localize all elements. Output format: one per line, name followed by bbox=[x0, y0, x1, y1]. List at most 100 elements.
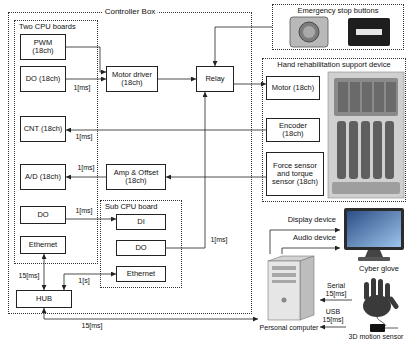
finger-link bbox=[361, 121, 370, 179]
group-label: Two CPU boards bbox=[19, 23, 76, 31]
edge-label: 1[ms] bbox=[77, 164, 94, 172]
edge-label: 15[ms] bbox=[18, 272, 39, 280]
motor-unit bbox=[338, 82, 348, 112]
device-photo bbox=[328, 72, 404, 198]
picture-label: Personal computer bbox=[258, 324, 320, 332]
drive-bay bbox=[272, 273, 296, 277]
connector bbox=[66, 130, 266, 131]
process-box: Amp & Offset (18ch) bbox=[106, 164, 166, 190]
finger-link bbox=[373, 121, 382, 179]
motion-sensor-picture bbox=[370, 324, 398, 332]
process-box: CNT (18ch) bbox=[20, 116, 66, 142]
edge-label: 15[ms] bbox=[81, 322, 102, 330]
picture-label: Cyber glove bbox=[352, 265, 406, 273]
monitor-frame bbox=[344, 208, 404, 250]
process-box: Relay bbox=[196, 66, 234, 92]
drive-bay bbox=[272, 266, 296, 270]
box-label: Motor (18ch) bbox=[272, 84, 315, 92]
box-label: Ethernet bbox=[29, 241, 57, 249]
edge-label: 1[s] bbox=[78, 277, 89, 285]
process-box: Ethernet bbox=[20, 236, 66, 254]
glove-picture bbox=[363, 278, 399, 326]
connector bbox=[166, 177, 266, 178]
button-cap bbox=[303, 26, 315, 38]
cpu-board-group: Two CPU boardsPWM (18ch) DO (18ch) CNT (18… bbox=[14, 20, 98, 264]
emergency-button-photo bbox=[290, 17, 390, 47]
box-label: Encoder (18ch) bbox=[269, 122, 317, 139]
box-label: Motor driver (18ch) bbox=[109, 71, 155, 88]
picture-label: Audio device bbox=[293, 234, 336, 242]
monitor-node: Display deviceAudio device bbox=[340, 206, 406, 262]
glove-palm bbox=[363, 295, 391, 317]
connector bbox=[166, 92, 205, 248]
box-label: DI bbox=[137, 218, 145, 226]
button-bar bbox=[356, 29, 382, 35]
process-box: Encoder (18ch) bbox=[266, 118, 320, 142]
box-label: DO (18ch) bbox=[26, 75, 61, 83]
motor-block bbox=[334, 78, 398, 116]
drive-bay bbox=[272, 280, 296, 283]
box-label: A/D (18ch) bbox=[25, 173, 61, 181]
motor-unit bbox=[386, 82, 396, 112]
group-label: Hand rehabilitation support device bbox=[263, 61, 405, 69]
pc-picture bbox=[268, 256, 314, 320]
finger-link bbox=[349, 121, 358, 179]
box-label: Ethernet bbox=[127, 270, 155, 278]
picture-label: Display device bbox=[288, 216, 336, 224]
group-label: Emergency stop buttons bbox=[273, 7, 403, 15]
glove-node: Cyber glove bbox=[352, 265, 406, 321]
edge-label: 1[ms] bbox=[75, 207, 92, 215]
picture-label: 3D motion sensor bbox=[346, 333, 406, 341]
button-plate bbox=[290, 17, 328, 47]
connector bbox=[66, 177, 106, 178]
box-label: PWM (18ch) bbox=[23, 39, 63, 56]
sensor-node: 3D motion sensor bbox=[346, 322, 406, 343]
power-button bbox=[282, 298, 287, 303]
connector bbox=[158, 79, 196, 80]
monitor-picture bbox=[344, 208, 404, 261]
computer-node: Personal computer bbox=[258, 254, 320, 334]
finger-link bbox=[385, 121, 394, 179]
sensor-body bbox=[370, 324, 385, 332]
emergency-group: Emergency stop buttons bbox=[272, 4, 404, 50]
edge-label: 1[ms] bbox=[73, 84, 90, 92]
pc-front bbox=[268, 261, 300, 320]
box-label: HUB bbox=[36, 295, 52, 303]
connector bbox=[44, 254, 45, 290]
motor-unit bbox=[374, 82, 384, 112]
photo-ground bbox=[328, 72, 404, 198]
box-label: Force sensor and torque sensor (18ch) bbox=[269, 162, 321, 187]
process-box: DI bbox=[116, 214, 166, 230]
process-box: DO bbox=[20, 206, 66, 224]
process-box: Force sensor and torque sensor (18ch) bbox=[266, 152, 324, 196]
connector bbox=[215, 27, 272, 66]
sensor-cable bbox=[385, 328, 398, 329]
process-box: Ethernet bbox=[116, 266, 166, 282]
edge-label: USB 15[ms] bbox=[320, 308, 346, 323]
process-box: HUB bbox=[16, 290, 72, 308]
button-plate bbox=[348, 18, 390, 46]
process-box: A/D (18ch) bbox=[20, 164, 66, 190]
motor-unit bbox=[362, 82, 372, 112]
process-box: DO bbox=[116, 240, 166, 256]
pc-side bbox=[300, 256, 314, 320]
group-label: Controller Box bbox=[103, 8, 158, 17]
sub-cpu-group: Sub CPU boardDIDOEthernet bbox=[100, 200, 182, 288]
device-base bbox=[332, 182, 400, 194]
motor-unit bbox=[350, 82, 360, 112]
monitor-stand bbox=[365, 250, 383, 257]
finger-link bbox=[337, 121, 346, 179]
process-box: DO (18ch) bbox=[20, 66, 66, 92]
glove-finger bbox=[364, 282, 369, 300]
process-box: Motor driver (18ch) bbox=[106, 66, 158, 92]
box-label: CNT (18ch) bbox=[24, 125, 63, 133]
box-label: Amp & Offset (18ch) bbox=[109, 169, 163, 186]
connector bbox=[320, 300, 352, 301]
box-label: DO bbox=[135, 244, 146, 252]
connector bbox=[282, 248, 340, 254]
monitor-screen bbox=[347, 211, 401, 247]
process-box: Motor (18ch) bbox=[266, 76, 320, 100]
device-group: Hand rehabilitation support deviceMotor … bbox=[262, 58, 406, 202]
process-box: PWM (18ch) bbox=[20, 34, 66, 60]
